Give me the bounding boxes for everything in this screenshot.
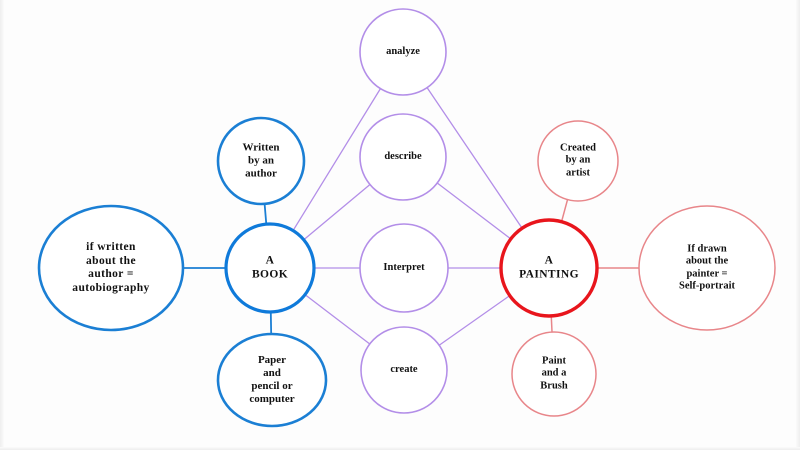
node-a-painting[interactable] [499,218,599,318]
node-a-book[interactable] [224,222,316,314]
node-autobiography[interactable] [37,204,185,332]
edge-describe-to-a-painting [436,182,512,240]
edge-written-by-author-to-a-book [263,202,268,226]
node-paper-pencil[interactable] [216,332,328,428]
edge-create-to-a-painting [438,294,511,346]
canvas-left-edge [0,0,4,450]
edge-a-book-to-analyze [292,87,382,232]
node-created-by-artist[interactable] [537,120,619,202]
node-analyze[interactable] [359,8,447,96]
node-paint-brush[interactable] [511,331,597,417]
node-written-by-author[interactable] [216,116,306,206]
node-self-portrait[interactable] [638,205,776,331]
edge-a-book-to-describe [303,183,371,241]
canvas-right-edge [796,0,800,450]
canvas-bottom-edge [0,447,800,450]
node-interpret[interactable] [359,223,449,313]
nodes-layer [37,8,776,428]
edge-a-book-to-create [304,293,371,345]
node-create[interactable] [360,326,448,414]
edge-created-by-artist-to-a-painting [560,198,569,223]
edge-analyze-to-a-painting [426,86,523,229]
edges-layer [182,86,640,346]
edge-paint-brush-to-a-painting [550,315,553,333]
node-describe[interactable] [359,113,447,201]
